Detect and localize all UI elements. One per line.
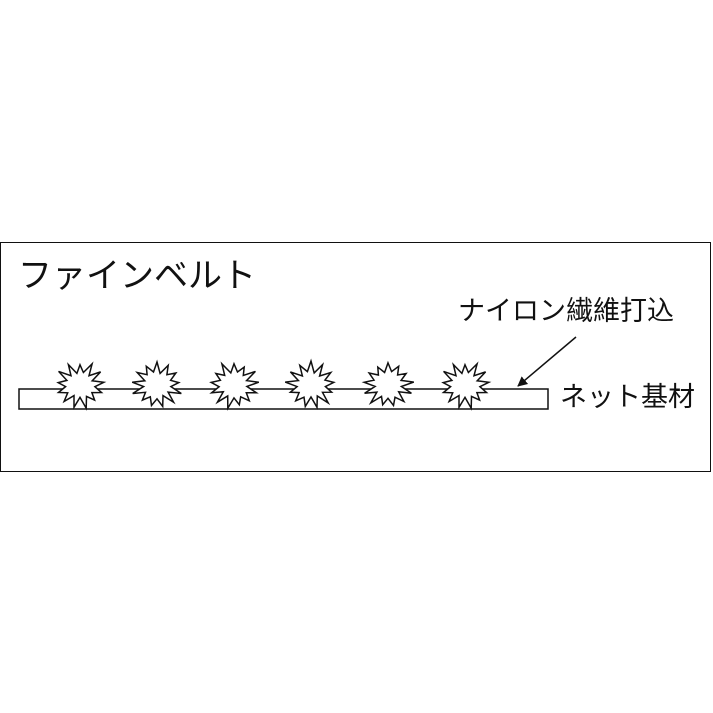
fiber-tuft <box>361 360 415 408</box>
diagram-frame <box>0 242 711 472</box>
pointer-arrow <box>517 336 577 387</box>
fiber-tuft <box>209 361 260 411</box>
fiber-tuft <box>131 359 182 409</box>
fiber-tufts <box>56 358 492 411</box>
label-nylon-fiber: ナイロン繊維打込 <box>458 296 674 327</box>
diagram-title: ファインベルト <box>18 256 256 296</box>
fiber-tuft <box>441 361 492 411</box>
label-net-base: ネット基材 <box>560 382 695 413</box>
fiber-tuft <box>284 358 336 410</box>
fiber-tuft <box>56 361 107 411</box>
